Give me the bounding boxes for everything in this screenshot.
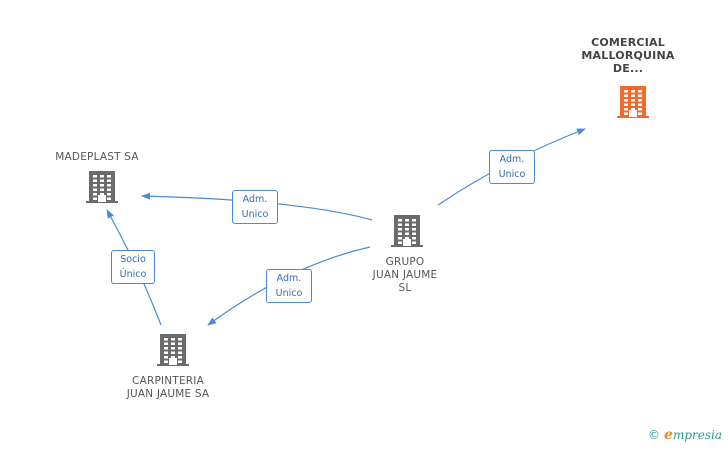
text-line: MADEPLAST SA	[55, 151, 139, 163]
text-line: Unico	[241, 209, 269, 220]
building-icon-carpinteria[interactable]	[157, 334, 189, 366]
text-line: MALLORQUINA	[581, 49, 675, 62]
text-line: Único	[119, 269, 147, 280]
brand-logo-initial: e	[664, 427, 673, 443]
text-line: DE...	[612, 62, 644, 75]
text-line: Unico	[275, 288, 303, 299]
edge-label-grupo-comercial: Adm. Unico	[489, 150, 535, 184]
text-line: GRUPO	[385, 256, 425, 268]
copyright-icon: ©	[648, 428, 661, 442]
text-line: JUAN JAUME	[372, 269, 438, 281]
text-line: COMERCIAL	[591, 36, 665, 49]
brand-logo-text: mpresia	[672, 428, 722, 442]
building-icon-madeplast[interactable]	[86, 171, 118, 203]
edge-label-grupo-madeplast: Adm. Unico	[232, 190, 278, 224]
text-line: Unico	[498, 169, 526, 180]
edge-label-grupo-carpinteria: Adm. Unico	[266, 269, 312, 303]
building-icon-grupo[interactable]	[391, 215, 423, 247]
building-icon-comercial[interactable]	[617, 86, 649, 118]
text-line: Socio	[120, 254, 146, 265]
text-line: CARPINTERIA	[132, 375, 204, 387]
text-line: JUAN JAUME SA	[126, 388, 210, 400]
footer-brand: ©empresia	[648, 427, 722, 443]
text-line: Adm.	[276, 273, 302, 284]
text-line: Adm.	[242, 194, 268, 205]
text-line: Adm.	[499, 154, 525, 165]
edge-grupo-to-madeplast	[141, 192, 373, 221]
node-label-madeplast[interactable]: MADEPLAST SA	[37, 151, 157, 164]
text-line: SL	[398, 282, 412, 294]
